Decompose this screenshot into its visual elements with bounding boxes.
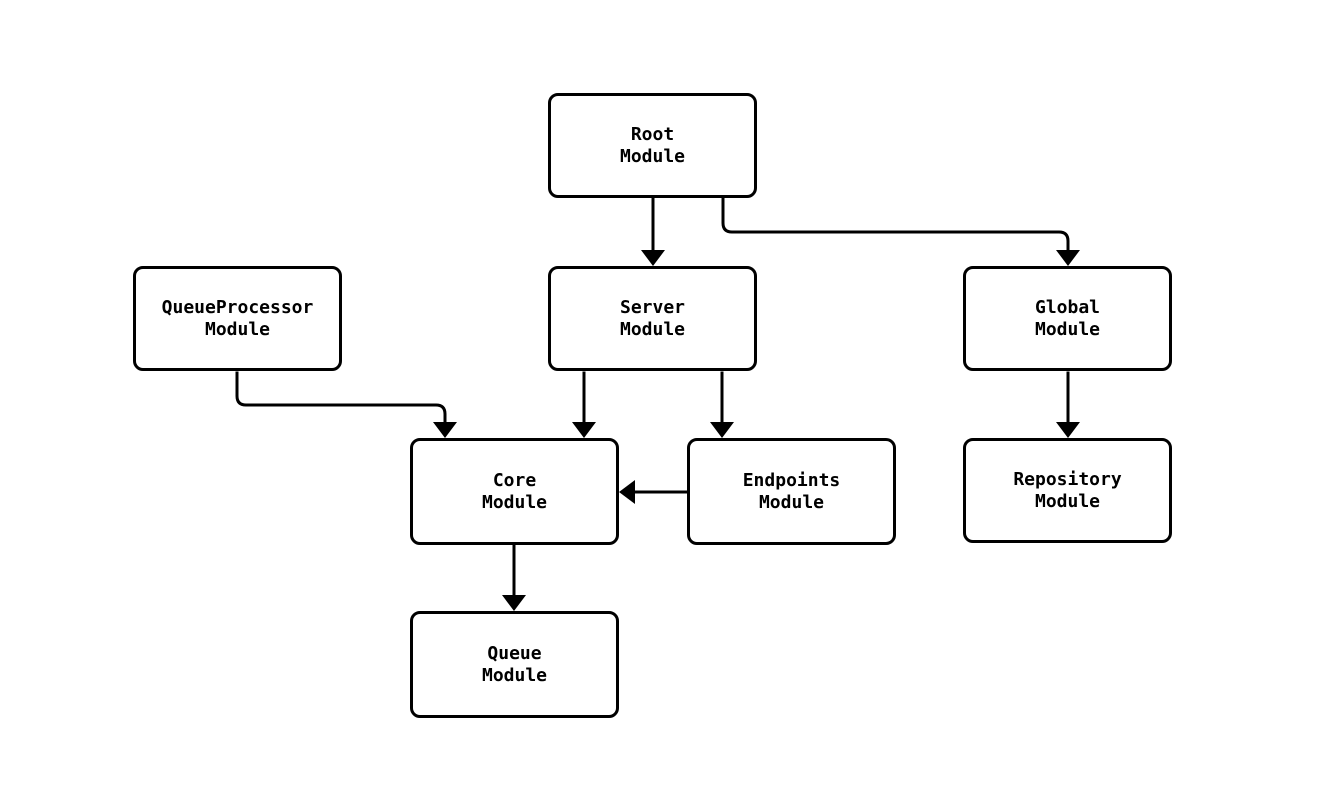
arrowhead-root-server	[641, 250, 665, 266]
arrowhead-server-core	[572, 422, 596, 438]
arrowhead-server-endpoints	[710, 422, 734, 438]
arrowhead-core-queue	[502, 595, 526, 611]
edge-root-global	[721, 196, 1070, 254]
node-endpoints-module: Endpoints Module	[687, 438, 896, 545]
node-queueprocessor-module: QueueProcessor Module	[133, 266, 342, 371]
edge-queueprocessor-core	[235, 371, 447, 426]
arrowhead-root-global	[1056, 250, 1080, 266]
node-server-module: Server Module	[548, 266, 757, 371]
node-repository-module: Repository Module	[963, 438, 1172, 543]
node-global-module: Global Module	[963, 266, 1172, 371]
arrowhead-queueprocessor-core	[433, 422, 457, 438]
arrowhead-endpoints-core	[619, 480, 635, 504]
arrowhead-global-repository	[1056, 422, 1080, 438]
node-root-module: Root Module	[548, 93, 757, 198]
node-queue-module: Queue Module	[410, 611, 619, 718]
node-core-module: Core Module	[410, 438, 619, 545]
